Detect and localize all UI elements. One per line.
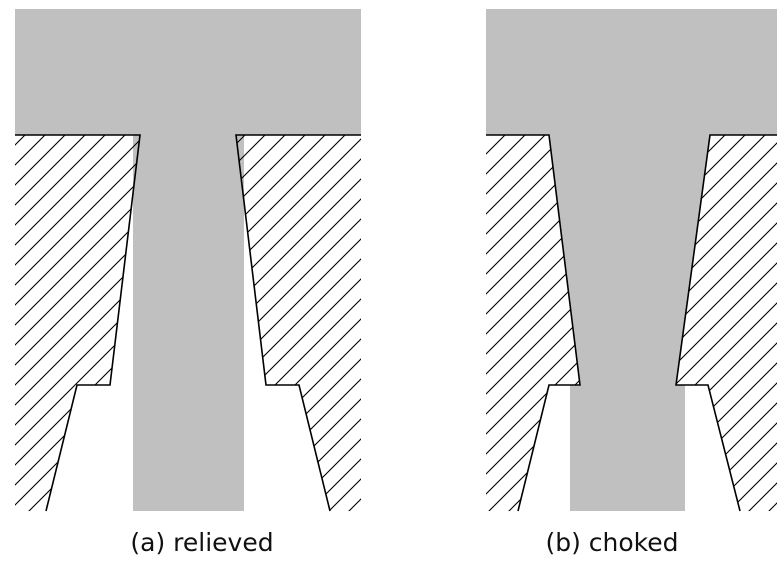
panel-b-right-die-hatch [676,135,777,511]
panel-a-left-die-outline [15,134,141,512]
panel-b-tapered-stem [549,135,710,385]
panel-b-left-die-outline [486,134,581,512]
panel-b-stem [570,385,685,511]
panel-b-choked [486,9,777,512]
panel-b-left-die-hatch [486,135,580,511]
panel-a-left-die-hatch [15,135,140,511]
panel-a-stem [133,135,244,511]
panel-b-right-die-outline [675,134,777,512]
panel-a-right-die-outline [235,134,361,512]
panel-a-header-block [15,9,361,135]
caption-relieved: (a) relieved [130,528,274,557]
panel-a-right-die-hatch [236,135,361,511]
panel-b-header-block [486,9,777,135]
caption-choked: (b) choked [545,528,679,557]
panel-a-relieved [15,9,361,512]
